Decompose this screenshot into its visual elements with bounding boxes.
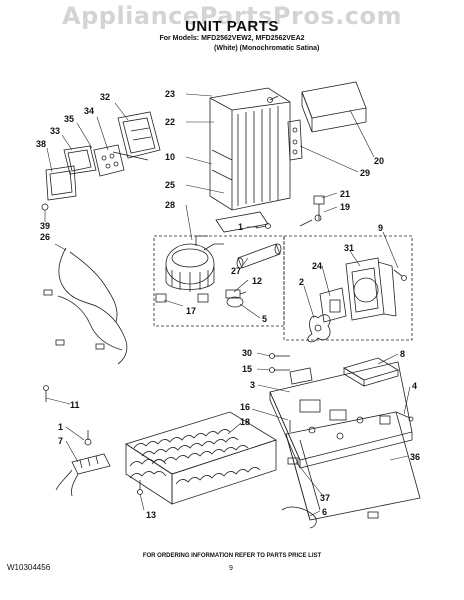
- callout-29: 29: [360, 168, 370, 178]
- screw-icon: [267, 97, 273, 103]
- part-27-starter: [236, 243, 282, 269]
- callout-28: 28: [165, 200, 175, 210]
- callout-9: 9: [378, 223, 383, 233]
- compressor-group-outline: [153, 235, 285, 327]
- part-18-drain-pan: [125, 411, 277, 505]
- callout-33: 33: [50, 126, 60, 136]
- part-26-wiring-harness: [43, 247, 128, 365]
- document-id: W10304456: [7, 563, 51, 572]
- part-20-cover: [301, 81, 367, 133]
- part-1-screw-lower: [84, 430, 92, 446]
- callout-31: 31: [344, 243, 354, 253]
- callout-24: 24: [312, 261, 322, 271]
- callout-32: 32: [100, 92, 110, 102]
- callout-10: 10: [165, 152, 175, 162]
- part-33-cover: [63, 145, 97, 175]
- part-8-bracket: [343, 357, 399, 387]
- page-number: 9: [229, 565, 233, 572]
- callout-1-upper: 1: [238, 222, 243, 232]
- part-28-compressor: [165, 235, 224, 292]
- callout-6: 6: [322, 507, 327, 517]
- part-36-cover-plate: [285, 411, 421, 521]
- callout-35: 35: [64, 114, 74, 124]
- callout-39: 39: [40, 221, 50, 231]
- part-2-fan-blade: [307, 314, 331, 343]
- callout-38: 38: [36, 139, 46, 149]
- part-34-control-bracket: [93, 144, 125, 177]
- callout-23: 23: [165, 89, 175, 99]
- part-30-fastener: [269, 353, 290, 359]
- part-air-baffle: [215, 211, 269, 233]
- colors-line: (White) (Monochromatic Satina): [214, 45, 320, 52]
- callout-1-lower: 1: [58, 422, 63, 432]
- callout-2: 2: [299, 277, 304, 287]
- part-24-fan-motor: [319, 287, 347, 323]
- part-11-screw: [43, 385, 49, 402]
- part-29-bracket: [287, 119, 303, 161]
- watermark: AppliancePartsPros.com: [62, 2, 402, 30]
- part-4-screw: [395, 411, 414, 422]
- part-9-screw: [393, 269, 407, 281]
- callout-36: 36: [410, 452, 420, 462]
- part-38-panel: [45, 165, 77, 201]
- callout-8: 8: [400, 349, 405, 359]
- part-37-clip: [287, 457, 379, 519]
- callout-4: 4: [412, 381, 417, 391]
- page-title: UNIT PARTS: [185, 18, 279, 35]
- callout-labels: 32 34 35 33 38 39 26 23 22 10 25 28 1 27…: [36, 89, 420, 520]
- callout-26: 26: [40, 232, 50, 242]
- screw-shank: [255, 225, 267, 229]
- callout-16: 16: [240, 402, 250, 412]
- callout-17: 17: [186, 306, 196, 316]
- part-12-clip: [225, 289, 247, 299]
- callout-11: 11: [70, 400, 80, 410]
- leader-lines: [44, 93, 411, 517]
- callout-34: 34: [84, 106, 94, 116]
- part-39-screw: [41, 203, 49, 211]
- part-17-grommet: [155, 293, 209, 303]
- callout-20: 20: [374, 156, 384, 166]
- callout-19: 19: [340, 202, 350, 212]
- part-15-fastener: [269, 367, 290, 373]
- callout-22: 22: [165, 117, 175, 127]
- part-35-strip: [112, 151, 149, 161]
- callout-27: 27: [231, 266, 241, 276]
- part-3-base-pan: [269, 361, 413, 469]
- callout-18: 18: [240, 417, 250, 427]
- models-line: For Models: MFD2562VEW2, MFD2562VEA2: [159, 35, 305, 42]
- part-5-overload: [226, 296, 244, 308]
- callout-15: 15: [242, 364, 252, 374]
- callout-3: 3: [250, 380, 255, 390]
- callout-25: 25: [165, 180, 175, 190]
- callout-5: 5: [262, 314, 267, 324]
- part-condenser: [209, 87, 291, 211]
- fan-group-outline: [283, 235, 413, 341]
- ordering-note: FOR ORDERING INFORMATION REFER TO PARTS …: [142, 553, 322, 559]
- screw-shank: [269, 95, 279, 101]
- callout-12: 12: [252, 276, 262, 286]
- callout-30: 30: [242, 348, 252, 358]
- callout-13: 13: [146, 510, 156, 520]
- part-31-fan-shroud: [345, 257, 397, 321]
- part-32-mounting-plate: [117, 111, 161, 159]
- callout-7: 7: [58, 436, 63, 446]
- callout-37: 37: [320, 493, 330, 503]
- part-6-drain-tube: [281, 506, 317, 529]
- callout-21: 21: [340, 189, 350, 199]
- part-7-relay-block: [55, 453, 111, 497]
- part-19-drier: [299, 195, 325, 227]
